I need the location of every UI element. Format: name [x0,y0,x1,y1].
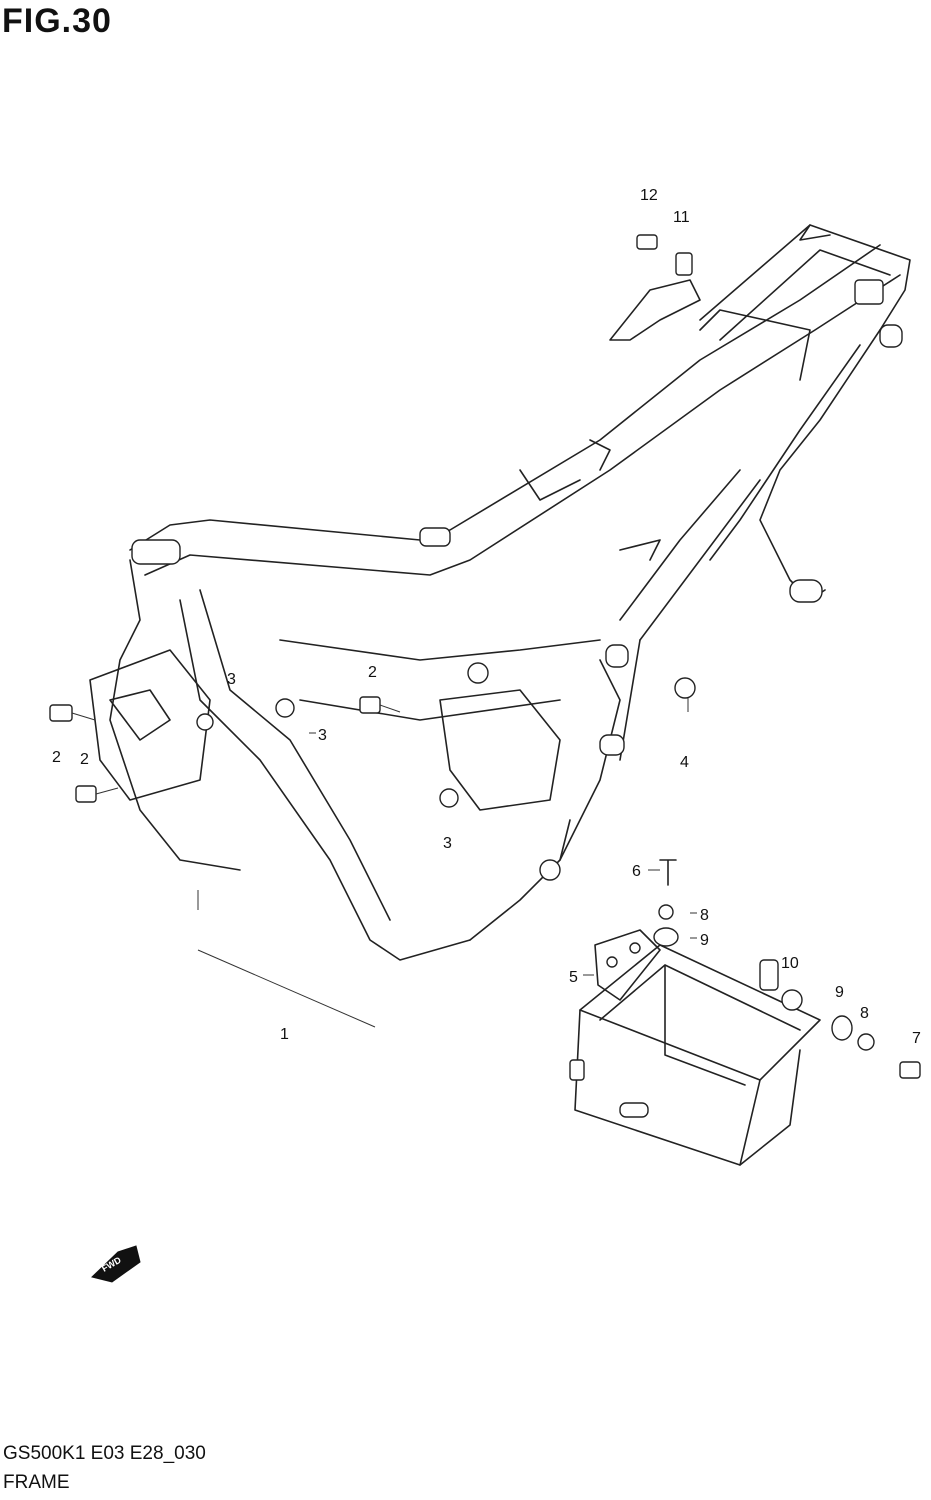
callout-2-left: 2 [52,749,61,766]
callout-7: 7 [912,1030,921,1047]
battery-holder [569,859,921,1166]
fwd-arrow-icon: FWD [91,1245,141,1283]
callout-12: 12 [640,187,658,204]
callout-5: 5 [569,969,578,986]
callout-2-top: 2 [368,664,377,681]
fasteners [49,234,701,808]
callout-10: 10 [781,955,799,972]
main-frame [89,224,911,961]
callout-4: 4 [680,754,689,771]
callout-1: 1 [280,1026,289,1043]
model-code: GS500K1 E03 E28_030 [3,1443,206,1464]
callout-2-leftb: 2 [80,751,89,768]
callout-3-bottom: 3 [443,835,452,852]
callout-8-left: 8 [700,907,709,924]
callout-9-left: 9 [700,932,709,949]
callout-6: 6 [632,863,641,880]
callout-8-right: 8 [860,1005,869,1022]
callout-3-top: 3 [227,671,236,688]
figure-title: FIG.30 [2,2,112,40]
callout-11: 11 [673,209,690,226]
callout-3-mid: 3 [318,727,327,744]
callout-9-right: 9 [835,984,844,1001]
callout-numbers: 12 11 2 3 3 2 2 4 3 6 8 9 5 10 9 8 7 1 [52,187,921,1047]
figure-name: FRAME [3,1472,70,1493]
